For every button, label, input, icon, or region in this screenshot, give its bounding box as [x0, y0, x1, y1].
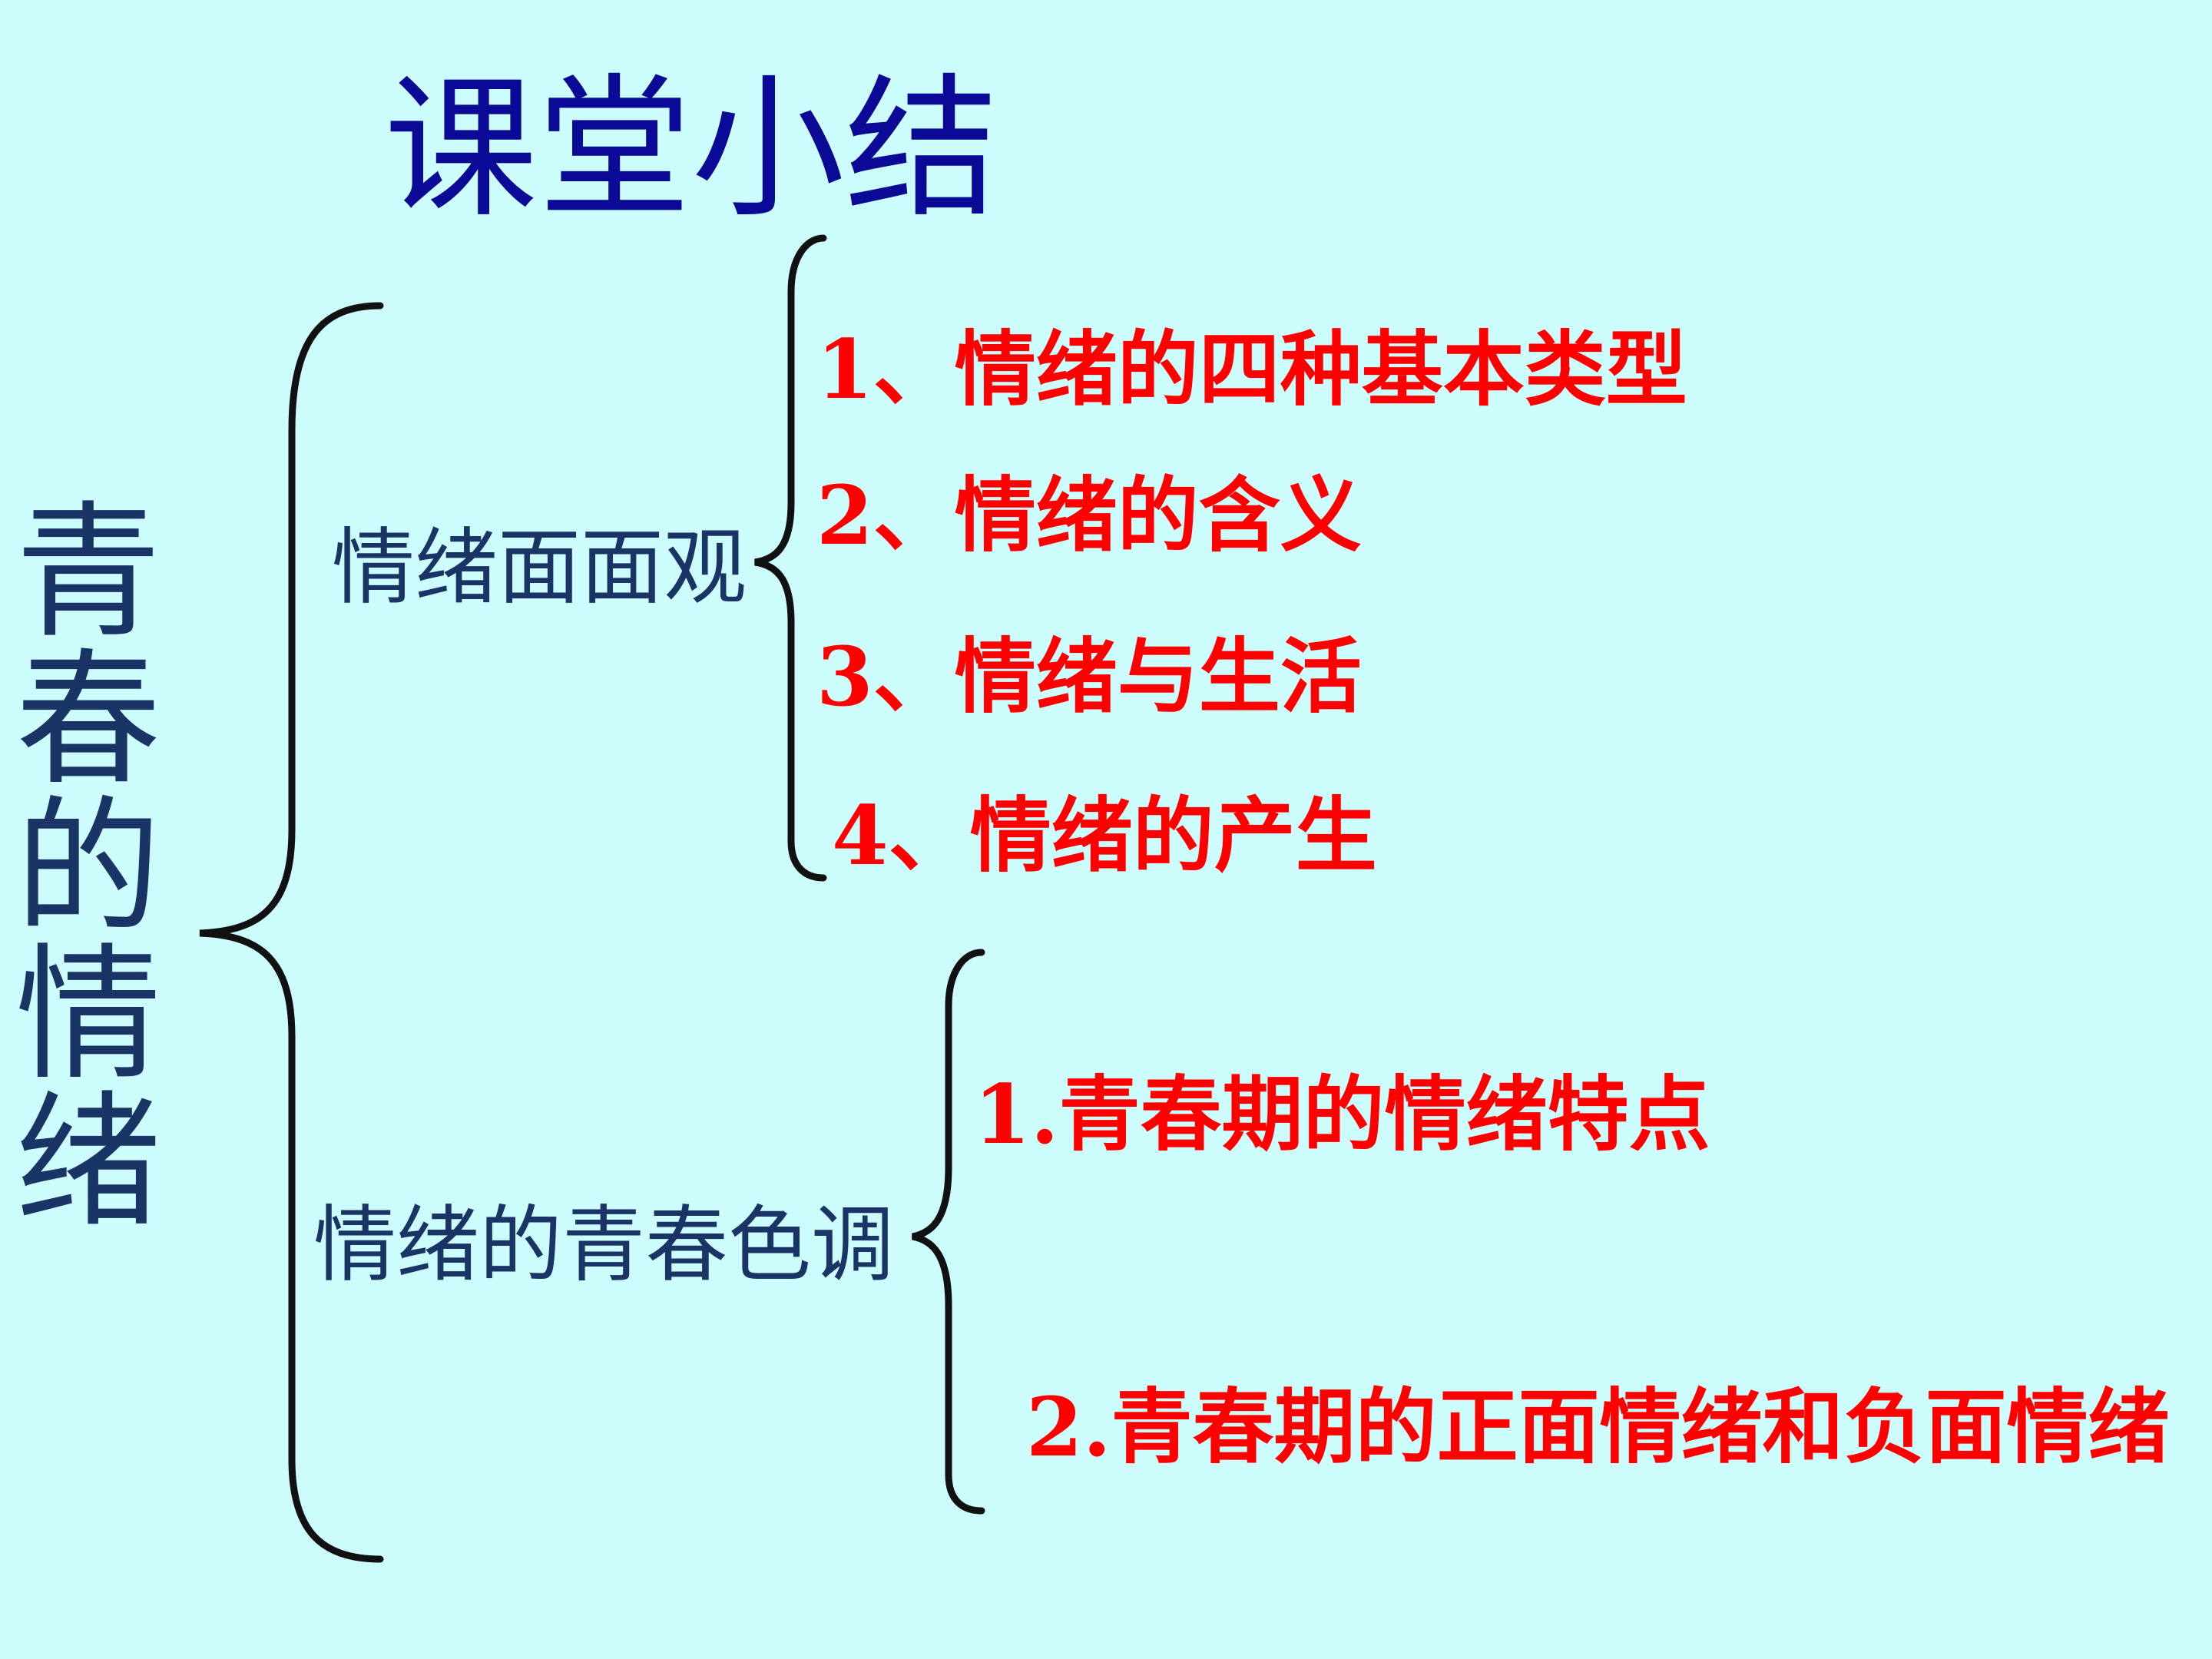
branch-label-overview: 情绪面面观	[332, 520, 747, 616]
branch2-brace	[912, 949, 985, 1515]
slide-title: 课堂小结	[384, 60, 999, 239]
leaf-item-2-2: 2.青春期的正面情绪和负面情绪	[1026, 1379, 2170, 1475]
leaf-item-1-1: 1、情绪的四种基本类型	[816, 321, 1687, 417]
root-brace	[199, 302, 384, 1563]
leaf-item-1-2: 2、情绪的含义	[816, 467, 1362, 563]
leaf-item-1-3: 3、情绪与生活	[816, 628, 1362, 724]
root-topic: 青春的情绪	[15, 488, 162, 1247]
leaf-item-2-1: 1.青春期的情绪特点	[974, 1066, 1710, 1162]
leaf-item-1-4: 4、情绪的产生	[832, 787, 1377, 883]
branch-label-youth-tone: 情绪的青春色调	[313, 1197, 895, 1293]
branch1-brace	[754, 234, 827, 882]
